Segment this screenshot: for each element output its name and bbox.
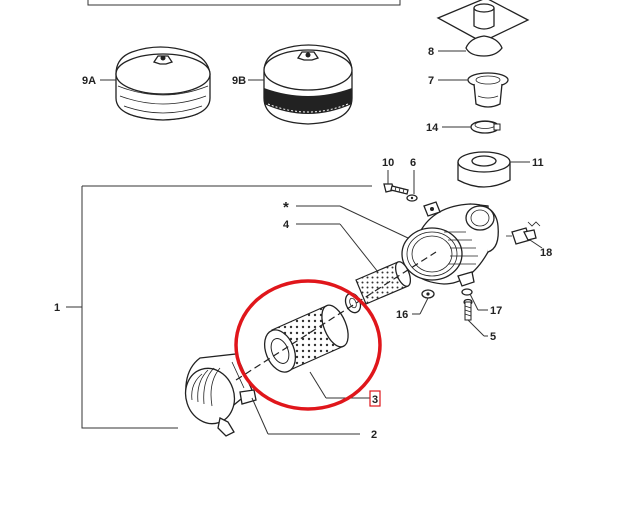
label-18: 18 <box>540 247 552 259</box>
leader-4-diag <box>339 223 379 273</box>
leader-2-diag <box>251 397 269 435</box>
group-1-bracket <box>81 186 178 429</box>
label-14: 14 <box>426 122 439 134</box>
label-star: * <box>283 199 289 216</box>
part-10-bolt <box>383 183 409 195</box>
cap-9b <box>263 44 353 125</box>
label-9b: 9B <box>232 75 246 87</box>
leader-3-diag <box>309 371 327 399</box>
label-8: 8 <box>428 46 434 58</box>
label-9a: 9A <box>82 75 96 87</box>
part-16-nut <box>421 289 435 299</box>
label-16: 16 <box>396 309 408 321</box>
part-3-filter-cartridge <box>263 304 349 373</box>
assembly-axis <box>235 251 437 381</box>
leader-16-diag <box>419 297 429 315</box>
part-7-adapter <box>467 72 509 108</box>
part-6-washer <box>406 194 418 202</box>
highlight-circle <box>234 279 382 411</box>
part-2-end-cap <box>184 353 257 437</box>
label-2: 2 <box>371 429 377 441</box>
label-3: 3 <box>372 394 378 406</box>
part-8-flange-plate <box>436 0 530 57</box>
leader-17-diag <box>469 293 479 311</box>
label-4: 4 <box>283 219 290 231</box>
label-17: 17 <box>490 305 502 317</box>
label-1: 1 <box>54 302 60 314</box>
leader-star-diag <box>339 205 409 239</box>
leader-18 <box>529 239 543 249</box>
air-filter-housing <box>401 201 499 287</box>
top-frame-box <box>87 0 401 6</box>
label-5: 5 <box>490 331 496 343</box>
label-7: 7 <box>428 75 434 87</box>
cap-9a <box>115 46 211 121</box>
label-10: 10 <box>382 157 394 169</box>
part-11-rubber-ring <box>457 151 511 188</box>
leader-5-diag <box>467 319 485 337</box>
label-6: 6 <box>410 157 416 169</box>
part-18-sensor <box>506 221 541 245</box>
part-14-hose-clamp <box>470 120 501 134</box>
label-3-highlight-box <box>369 390 381 407</box>
part-17-washer <box>461 288 473 296</box>
part-5-bolt <box>463 298 473 321</box>
label-11: 11 <box>532 157 544 169</box>
part-4-inner-filter <box>344 261 412 314</box>
